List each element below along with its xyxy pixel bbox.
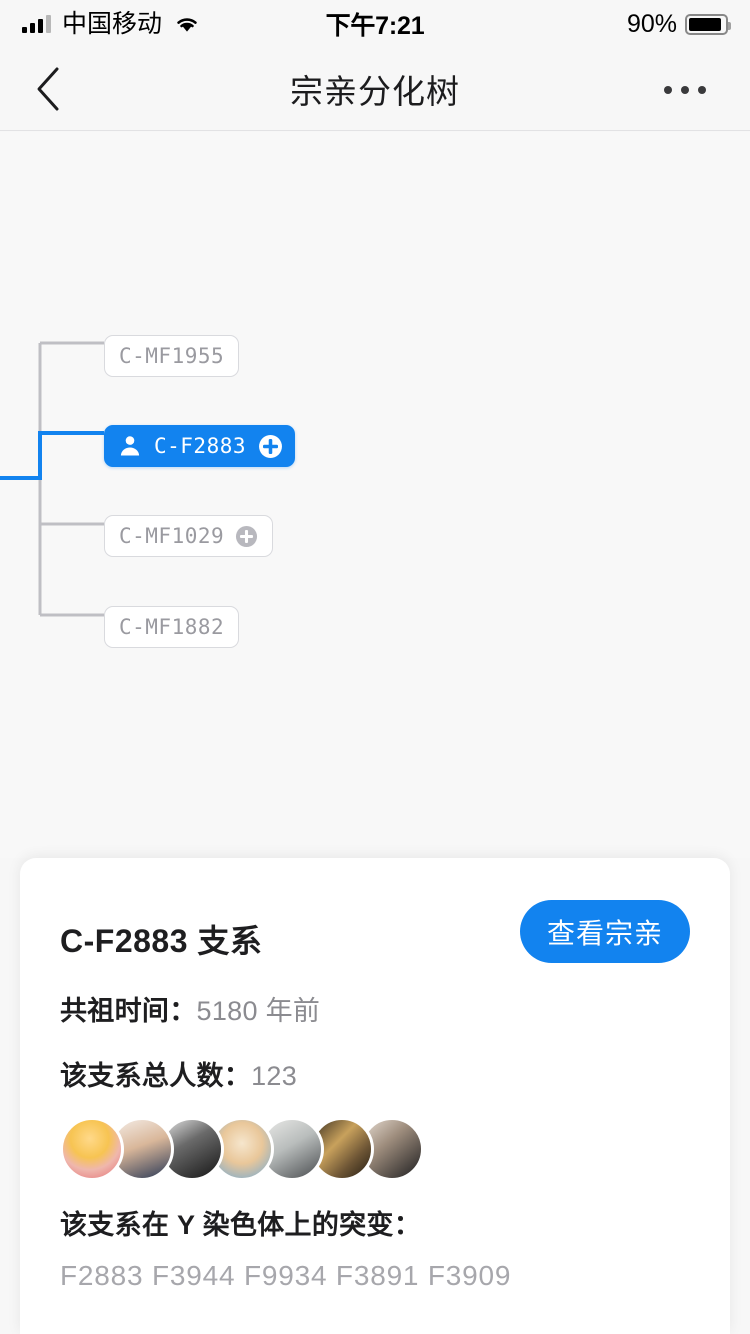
battery-icon (685, 13, 731, 35)
branch-detail-card: C-F2883 支系 查看宗亲 共祖时间：5180 年前 该支系总人数：123 … (20, 858, 730, 1334)
total-people-value: 123 (251, 1061, 298, 1091)
nav-bar: 宗亲分化树 (0, 48, 750, 131)
total-people-row: 该支系总人数：123 (60, 1054, 690, 1093)
ancestor-time-row: 共祖时间：5180 年前 (60, 989, 690, 1028)
wifi-icon (177, 18, 197, 32)
person-icon (120, 436, 140, 456)
status-bar-right: 90% (424, 9, 731, 39)
tree-node-label: C-MF1029 (119, 524, 225, 548)
total-people-label: 该支系总人数： (60, 1061, 252, 1091)
mutation-label: 该支系在 Y 染色体上的突变： (60, 1210, 422, 1240)
tree-node-label: C-MF1955 (119, 344, 225, 368)
avatar-1[interactable] (60, 1117, 124, 1181)
status-bar-clock: 下午7:21 (325, 12, 425, 40)
view-relatives-button[interactable]: 查看宗亲 (520, 900, 690, 963)
plus-circle-icon[interactable] (235, 525, 258, 548)
more-options-button[interactable] (650, 48, 720, 131)
battery-fill (689, 17, 721, 31)
card-header: C-F2883 支系 查看宗亲 (60, 900, 690, 963)
tree-node-c-mf1029[interactable]: C-MF1029 (104, 515, 274, 557)
tree-node-c-mf1955[interactable]: C-MF1955 (104, 335, 240, 377)
status-bar: 中国移动 下午7:21 90% (0, 0, 750, 48)
tree-node-c-mf1882[interactable]: C-MF1882 (104, 606, 240, 648)
tree-node-label: C-MF1882 (119, 615, 225, 639)
ancestor-time-label: 共祖时间： (60, 996, 197, 1026)
back-button[interactable] (0, 48, 96, 131)
signal-icon (22, 15, 51, 33)
mutation-values: F2883 F3944 F9934 F3891 F3909 (60, 1260, 512, 1291)
plus-circle-icon[interactable] (258, 434, 283, 459)
carrier-label: 中国移动 (62, 9, 163, 38)
ellipsis-icon-dot (664, 85, 672, 94)
battery-percent-label: 90% (626, 9, 677, 38)
tree-node-label: C-F2883 (154, 434, 247, 458)
chevron-left-icon (37, 67, 59, 111)
ancestor-time-value: 5180 年前 (196, 996, 321, 1026)
status-bar-left: 中国移动 (22, 9, 326, 38)
tree-node-c-f2883[interactable]: C-F2883 (104, 425, 296, 467)
branch-title: C-F2883 支系 (60, 923, 263, 959)
ellipsis-icon-dot (698, 85, 706, 94)
ellipsis-icon-dot (681, 85, 689, 94)
tree-connector-lines (0, 341, 104, 617)
page-title: 宗亲分化树 (290, 73, 460, 110)
member-avatar-strip[interactable] (60, 1117, 690, 1183)
